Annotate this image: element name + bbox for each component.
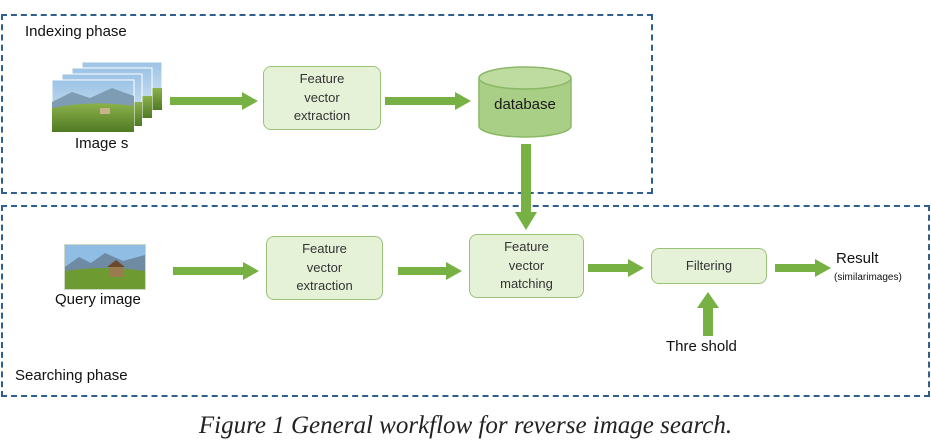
database-cylinder: database xyxy=(478,66,572,138)
searching-extraction-line-2: vector xyxy=(306,259,343,275)
images-label: Image s xyxy=(75,135,129,152)
feature-matching-box: Feature vector matching xyxy=(469,234,584,298)
indexing-extraction-line-1: Feature xyxy=(299,70,345,86)
indexing-phase-label: Indexing phase xyxy=(25,23,127,40)
matching-line-2: vector xyxy=(508,257,545,273)
matching-line-3: matching xyxy=(500,276,553,292)
indexing-phase-container: Indexing phase xyxy=(1,14,653,194)
threshold-label: Thre shold xyxy=(666,338,737,355)
searching-phase-label: Searching phase xyxy=(15,367,128,384)
image-thumb-front xyxy=(52,79,135,132)
arrow-filtering-to-result xyxy=(775,259,831,277)
result-sub-label: (similarimages) xyxy=(834,272,902,283)
arrow-extraction-to-matching xyxy=(398,262,462,280)
arrow-threshold-to-filtering xyxy=(697,292,719,336)
images-stack xyxy=(52,62,164,132)
figure-caption: Figure 1 General workflow for reverse im… xyxy=(198,412,733,439)
arrow-images-to-extraction xyxy=(170,92,258,110)
result-label: Result xyxy=(836,250,879,267)
arrow-extraction-to-database xyxy=(385,92,471,110)
indexing-extraction-line-2: vector xyxy=(304,89,340,105)
query-image-label: Query image xyxy=(55,291,141,308)
searching-feature-extraction-box: Feature vector extraction xyxy=(266,236,383,300)
searching-extraction-line-1: Feature xyxy=(302,240,347,256)
indexing-extraction-line-3: extraction xyxy=(293,108,351,124)
searching-extraction-line-3: extraction xyxy=(296,278,353,294)
filtering-label: Filtering xyxy=(685,257,733,273)
searching-phase-container: Searching phase xyxy=(1,205,930,397)
indexing-feature-extraction-box: Feature vector extraction xyxy=(263,66,381,130)
arrow-matching-to-filtering xyxy=(588,259,644,277)
arrow-database-to-matching xyxy=(515,144,537,230)
query-image xyxy=(64,244,146,290)
arrow-query-to-extraction xyxy=(173,262,259,280)
matching-line-1: Feature xyxy=(504,238,549,254)
database-label: database xyxy=(494,96,556,113)
filtering-box: Filtering xyxy=(651,248,767,284)
